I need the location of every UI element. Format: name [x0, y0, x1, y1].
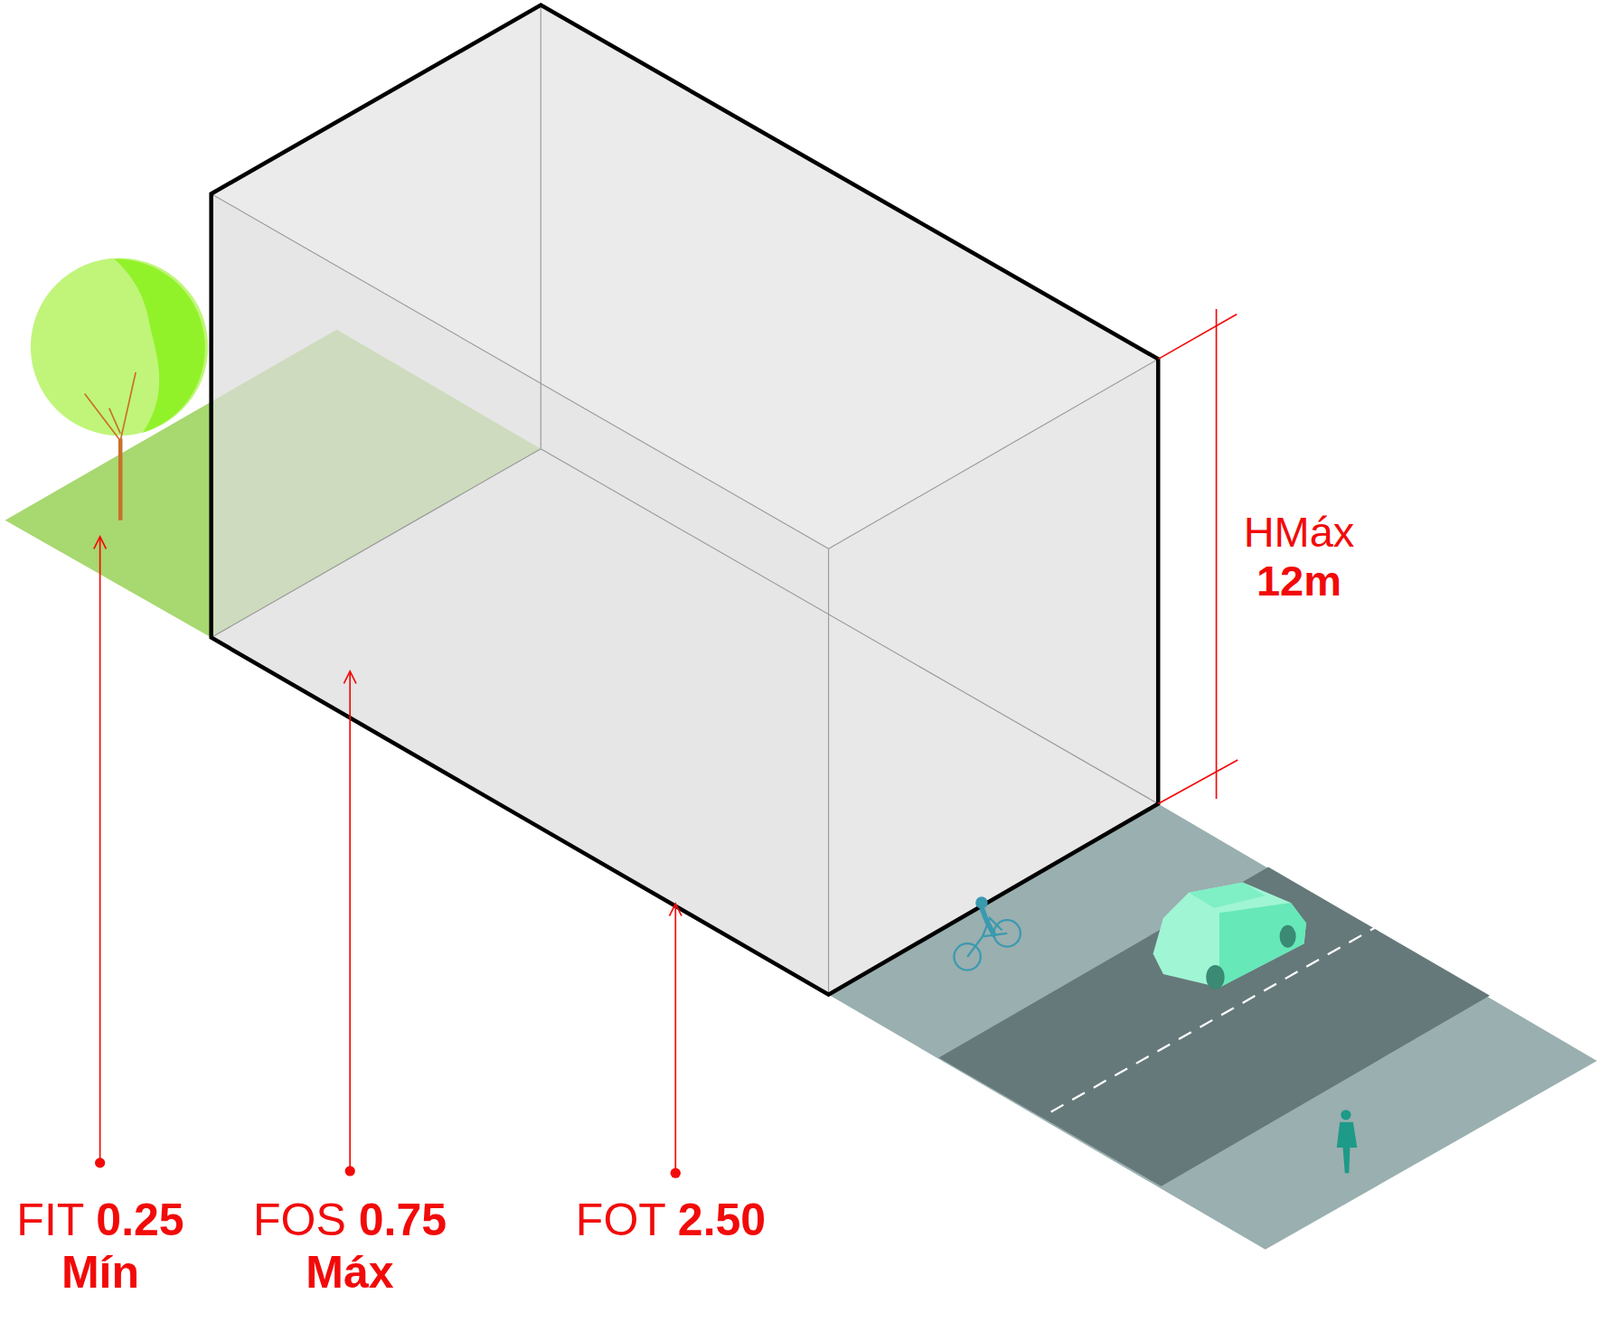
- leader-lines: [94, 309, 1238, 1179]
- value-label: Máx: [305, 1247, 394, 1299]
- index-label: HMáx: [1243, 508, 1356, 556]
- value-label: 0.75: [358, 1195, 447, 1246]
- index-label: FOS: [253, 1195, 347, 1246]
- car: [1153, 882, 1307, 990]
- index-label: FIT: [16, 1195, 84, 1246]
- label-row: HMáx: [1243, 508, 1356, 557]
- cyclist: [953, 897, 1020, 970]
- fos-label: FOS 0.75Máx: [253, 1195, 447, 1299]
- label-row: FOS 0.75: [253, 1195, 447, 1248]
- fit-label: FIT 0.25Mín: [16, 1195, 184, 1299]
- height-label: HMáx12m: [1243, 508, 1356, 606]
- pedestrian: [1336, 1110, 1358, 1174]
- index-label: FOT: [575, 1195, 666, 1246]
- tree: [30, 258, 208, 521]
- label-row: Mín: [16, 1247, 184, 1300]
- label-row: Máx: [253, 1247, 447, 1300]
- value-label: 12m: [1256, 556, 1342, 605]
- value-label: Mín: [61, 1247, 140, 1299]
- label-row: 12m: [1243, 556, 1356, 606]
- value-label: 2.50: [677, 1195, 766, 1246]
- label-row: FOT 2.50: [575, 1195, 766, 1248]
- building-volume: [211, 5, 1159, 996]
- label-row: FIT 0.25: [16, 1195, 184, 1248]
- road: [939, 867, 1491, 1187]
- fot-label: FOT 2.50: [575, 1195, 766, 1248]
- value-label: 0.25: [95, 1195, 184, 1246]
